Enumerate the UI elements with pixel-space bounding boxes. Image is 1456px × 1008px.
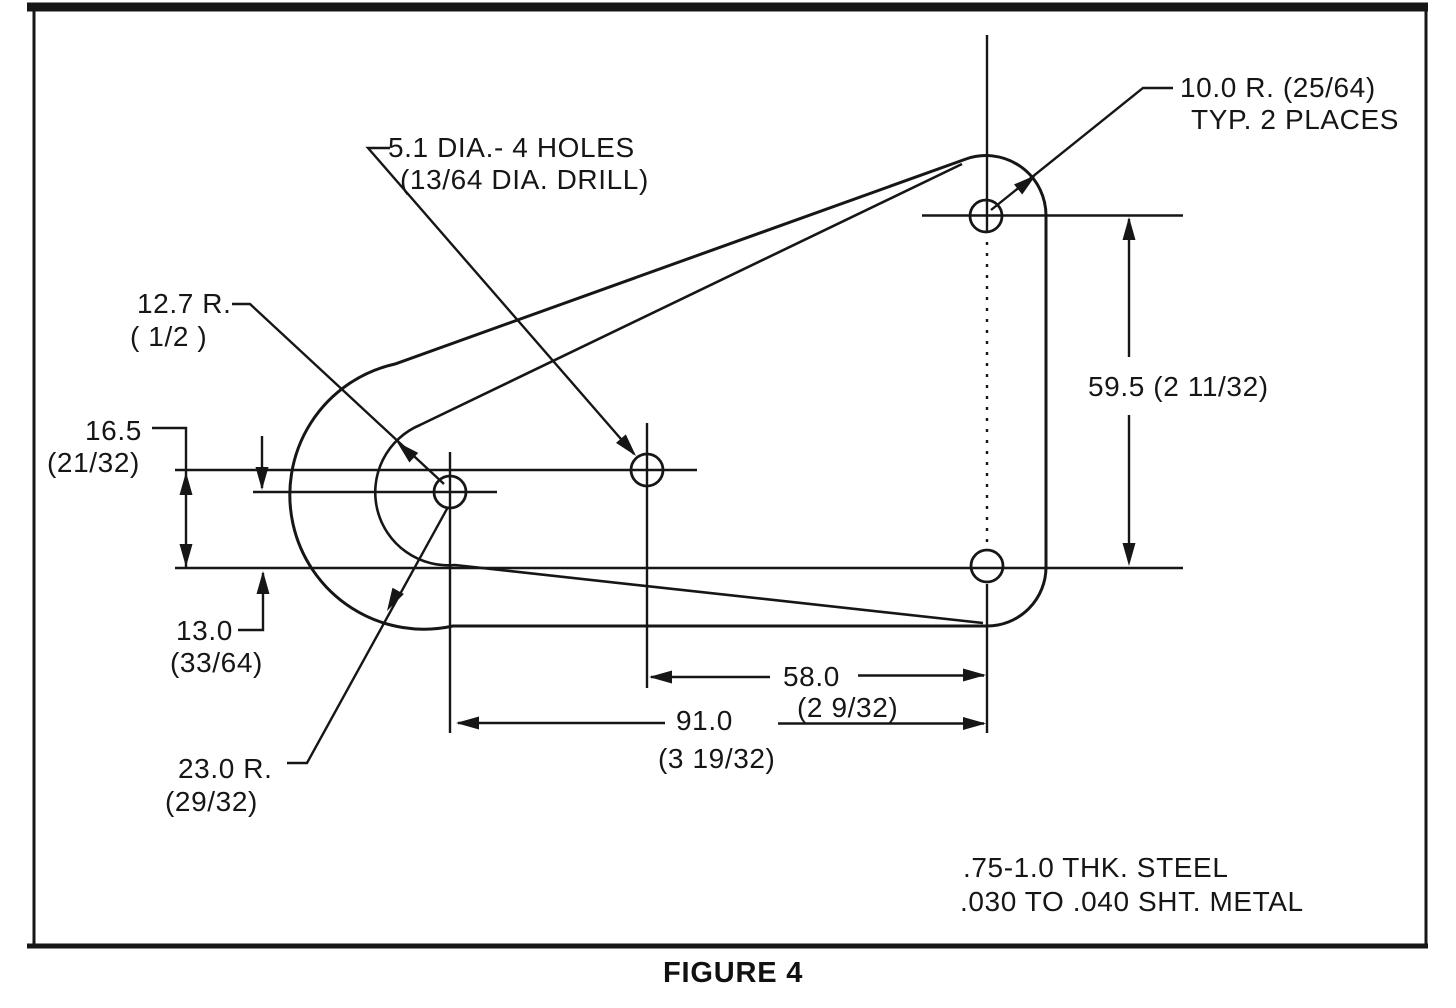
arrowhead-16-5-down (179, 544, 193, 567)
holes-label-line1: 5.1 DIA.- 4 HOLES (388, 132, 635, 163)
leader-holes-line (368, 148, 634, 454)
dim-13-0-lower-shaft (238, 573, 263, 630)
arrowhead-large-radius (387, 587, 404, 611)
hole-bottom-right (971, 550, 1003, 582)
dim-58-0-label-line2: (2 9/32) (797, 692, 899, 723)
centerlines (175, 35, 1183, 733)
plate-outline (290, 156, 1046, 630)
leader-small-radius-line (232, 304, 444, 484)
dim-16-5-label-line2: (21/32) (47, 447, 140, 478)
arrowhead-91-0-right (963, 717, 986, 730)
dim-91-0-label-line2: (3 19/32) (658, 743, 776, 774)
material-note-line1: .75-1.0 THK. STEEL (963, 852, 1229, 883)
leader-large-radius (287, 507, 448, 763)
arrowhead-59-5-up (1122, 217, 1136, 240)
leader-small-radius (232, 304, 444, 484)
material-note-line2: .030 TO .040 SHT. METAL (960, 886, 1304, 917)
leader-corner-radius-line (991, 88, 1173, 210)
arrowhead-holes (616, 434, 636, 456)
dim-58-0 (649, 668, 986, 684)
drawing-frame (27, 4, 1428, 947)
arrowhead-59-5-down (1122, 543, 1136, 566)
dim-59-5-label: 59.5 (2 11/32) (1088, 371, 1269, 402)
holes-label-line2: (13/64 DIA. DRILL) (400, 164, 649, 195)
dim-13-0 (238, 436, 270, 630)
corner-radius-label-line1: 10.0 R. (25/64) (1180, 72, 1376, 103)
figure-caption: FIGURE 4 (663, 957, 804, 989)
plate-inner-profile (375, 164, 983, 623)
dim-13-0-label-line2: (33/64) (170, 647, 263, 678)
small-radius-label-line1: 12.7 R. (137, 288, 232, 319)
arrowhead-13-0-up (256, 571, 270, 594)
leader-large-radius-line (287, 507, 448, 763)
dim-16-5 (152, 428, 193, 568)
leader-holes-label (368, 148, 636, 456)
dim-91-0 (456, 716, 986, 730)
arrowhead-16-5-up (179, 472, 193, 495)
dim-16-5-leader (152, 428, 186, 568)
dim-13-0-label-line1: 13.0 (176, 615, 233, 646)
arrowhead-91-0-left (456, 716, 479, 730)
large-radius-label-line1: 23.0 R. (178, 753, 273, 784)
holes (434, 200, 1003, 582)
large-radius-label-line2: (29/32) (165, 786, 258, 817)
plate-outer-profile (290, 156, 1046, 630)
arrowhead-58-0-right (963, 668, 986, 682)
small-radius-label-line2: ( 1/2 ) (130, 321, 208, 352)
arrowhead-corner-radius (1014, 175, 1036, 195)
dim-91-0-label-line1: 91.0 (676, 705, 733, 736)
arrowhead-13-0-down (255, 467, 269, 490)
dim-16-5-label-line1: 16.5 (85, 415, 142, 446)
dim-58-0-label-line1: 58.0 (783, 661, 840, 692)
dim-59-5 (1122, 217, 1136, 566)
corner-radius-label-line2: TYP. 2 PLACES (1191, 104, 1400, 135)
arrowhead-small-radius (397, 442, 419, 463)
arrowhead-58-0-left (649, 670, 672, 684)
leader-corner-radius (991, 88, 1173, 210)
